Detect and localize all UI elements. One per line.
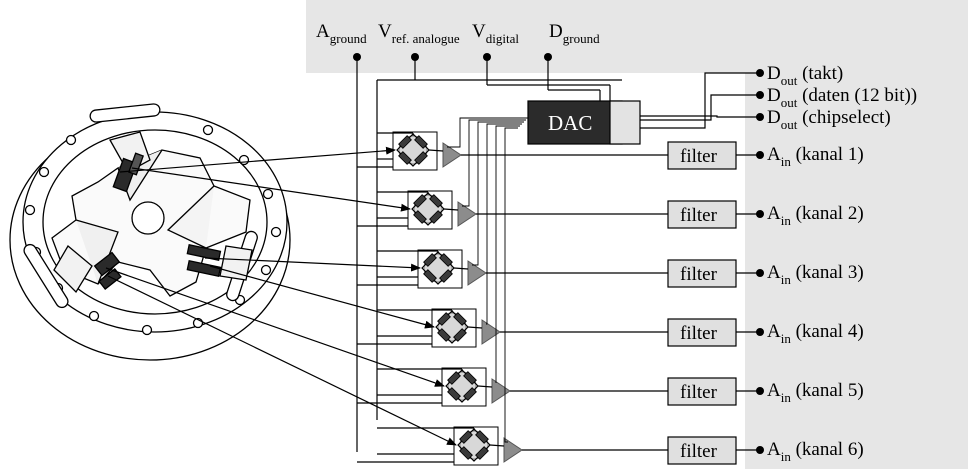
bridge-resistor-6-1	[459, 430, 473, 444]
dac-to-amp-wire-5	[495, 125, 520, 383]
bridge-resistor-1-4	[398, 151, 412, 165]
bridge-resistor-6-4	[459, 446, 473, 460]
bridge-to-amp-2	[443, 208, 459, 211]
dout-takt-label: Dout (takt)	[767, 63, 843, 88]
channel-terminal-5	[756, 387, 764, 395]
circuit	[105, 53, 764, 466]
bridge-resistor-1-3	[414, 151, 428, 165]
filter-5-label: filter	[680, 382, 718, 403]
bridge-resistor-1-1	[398, 135, 412, 149]
bridge-resistor-2-4	[413, 210, 427, 224]
dac-to-amp-wire-2	[462, 119, 526, 207]
amplifier-6	[503, 437, 523, 463]
bridge-to-amp-4	[467, 326, 483, 329]
channel-terminal-4	[756, 328, 764, 336]
channel-6-label: Ain (kanal 6)	[767, 439, 864, 464]
channel-1-label: Ain (kanal 1)	[767, 144, 864, 169]
channel-2-label: Ain (kanal 2)	[767, 203, 864, 228]
filter-3-label: filter	[680, 264, 718, 285]
amplifier-4	[481, 319, 501, 345]
v-digital-label: Vdigital	[472, 21, 519, 46]
channel-4-label: Ain (kanal 4)	[767, 321, 864, 346]
dac-to-amp-wire-4	[486, 123, 522, 325]
channel-labels: Ain (kanal 1) Ain (kanal 2) Ain (kanal 3…	[767, 144, 864, 464]
bridge-resistor-5-2	[463, 371, 477, 385]
filter-2-box	[667, 200, 737, 229]
filter-6-box	[667, 436, 737, 465]
bridge-resistor-3-3	[439, 269, 453, 283]
bridge-resistor-6-2	[475, 430, 489, 444]
dac-to-amp-wire-6	[504, 127, 518, 443]
gauge-arrow-3	[204, 257, 421, 272]
strain-gauges	[93, 152, 222, 291]
background-panels	[306, 0, 968, 469]
dac-block: DAC	[527, 100, 641, 145]
input-labels: Aground Vref. analogue Vdigital Dground	[316, 21, 600, 46]
right-panel	[745, 73, 968, 469]
d-ground-label: Dground	[549, 21, 600, 46]
channel-5-label: Ain (kanal 5)	[767, 380, 864, 405]
bridge-resistor-4-1	[437, 312, 451, 326]
a-ground-label: Aground	[316, 21, 367, 46]
channel-3-label: Ain (kanal 3)	[767, 262, 864, 287]
filter-5-box	[667, 377, 737, 406]
channel-terminal-3	[756, 269, 764, 277]
channel-terminal-6	[756, 446, 764, 454]
v-ref-label: Vref. analogue	[378, 21, 460, 46]
top-panel	[306, 0, 968, 73]
filter-4-box	[667, 318, 737, 347]
filter-1-box	[667, 141, 737, 170]
dac-output-wire-2	[640, 94, 760, 121]
bridge-resistor-2-2	[429, 194, 443, 208]
bridge-resistor-1-2	[414, 135, 428, 149]
bridge-resistor-3-1	[423, 253, 437, 267]
bridge-resistor-4-3	[453, 328, 467, 342]
digital-output-labels: Dout (takt) Dout (daten (12 bit)) Dout (…	[767, 63, 917, 132]
channel-terminal-2	[756, 210, 764, 218]
bridge-to-amp-5	[477, 385, 493, 388]
gauge-arrow-1	[119, 146, 396, 173]
bridge-resistor-3-4	[423, 269, 437, 283]
bridge-to-amp-6	[489, 444, 505, 447]
bridge-resistor-2-1	[413, 194, 427, 208]
dac-output-wire-3	[640, 115, 760, 118]
gauge-arrow-5	[105, 267, 445, 387]
filters: filter filter filter filter filter filte…	[667, 141, 737, 465]
amplifier-5	[491, 378, 511, 404]
filter-4-label: filter	[680, 323, 718, 344]
dout-daten-label: Dout (daten (12 bit))	[767, 85, 917, 110]
force-sensor-drawing	[9, 103, 291, 361]
dac-side-box	[609, 100, 641, 145]
bridge-resistor-4-2	[453, 312, 467, 326]
dac-label: DAC	[548, 111, 592, 135]
gauge-arrow-6	[107, 275, 457, 446]
amplifier-3	[467, 260, 487, 286]
dout-terminal-2	[756, 91, 764, 99]
dout-terminal-1	[756, 69, 764, 77]
bridge-resistor-5-3	[463, 387, 477, 401]
filter-3-box	[667, 259, 737, 288]
filter-1-label: filter	[680, 146, 718, 167]
dac-to-amp-wire-1	[447, 117, 528, 148]
gauge-arrow-2	[131, 167, 411, 212]
bridge-resistor-5-4	[447, 387, 461, 401]
dout-chipselect-label: Dout (chipselect)	[767, 107, 891, 132]
dac-to-amp-wire-3	[472, 121, 524, 266]
bridge-resistor-3-2	[439, 253, 453, 267]
filter-2-label: filter	[680, 205, 718, 226]
amplifier-1	[442, 142, 462, 168]
bridge-resistor-5-1	[447, 371, 461, 385]
dac-output-wire-1	[640, 72, 760, 129]
bridge-resistor-4-4	[437, 328, 451, 342]
amplifier-2	[457, 201, 477, 227]
bridge-resistor-2-3	[429, 210, 443, 224]
bridge-resistor-6-3	[475, 446, 489, 460]
bridge-to-amp-1	[428, 149, 444, 152]
dout-terminal-3	[756, 113, 764, 121]
bridge-to-amp-3	[453, 267, 469, 270]
filter-6-label: filter	[680, 441, 718, 462]
gauge-arrow-4	[209, 265, 435, 329]
channel-terminal-1	[756, 151, 764, 159]
